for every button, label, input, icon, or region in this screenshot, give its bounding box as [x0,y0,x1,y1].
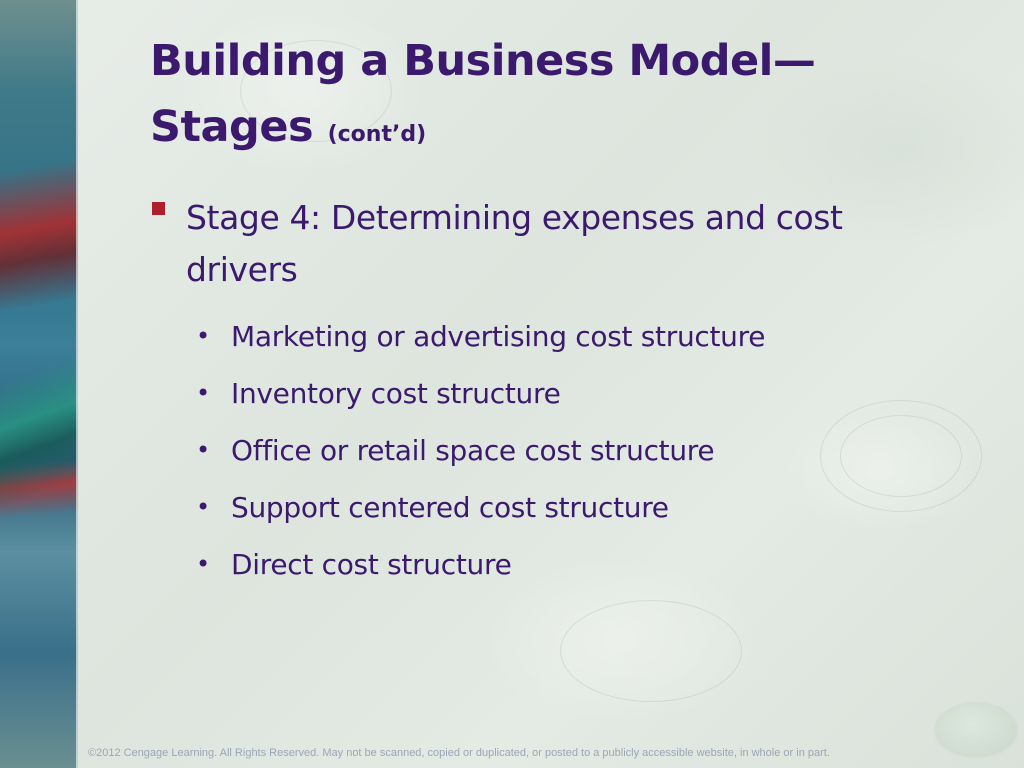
round-bullet-icon: • [196,379,210,407]
round-bullet-icon: • [196,493,210,521]
decorative-water-strip [0,0,78,768]
copyright-footer: ©2012 Cengage Learning. All Rights Reser… [88,747,830,759]
bullet-stage-4-line-2: drivers [186,250,298,289]
ripple-decoration [240,40,392,142]
bullet-stage-4: Stage 4: Determining expenses and cost d… [186,192,986,296]
list-item: • Office or retail space cost structure [196,422,976,479]
square-bullet-icon [152,202,165,215]
title-suffix: (cont’d) [327,122,427,147]
list-item-text: Marketing or advertising cost structure [231,320,766,353]
round-bullet-icon: • [196,436,210,464]
list-item-text: Support centered cost structure [231,491,669,524]
list-item: • Direct cost structure [196,536,976,593]
round-bullet-icon: • [196,550,210,578]
list-item: • Marketing or advertising cost structur… [196,308,976,365]
list-item: • Support centered cost structure [196,479,976,536]
corner-oval-decoration [936,704,1016,756]
sub-bullet-list: • Marketing or advertising cost structur… [196,308,976,593]
bullet-stage-4-line-1: Stage 4: Determining expenses and cost [186,198,843,237]
ripple-decoration [840,415,962,497]
ripple-decoration [560,600,742,702]
list-item: • Inventory cost structure [196,365,976,422]
list-item-text: Direct cost structure [231,548,512,581]
title-line-2: Stages [150,102,314,152]
list-item-text: Office or retail space cost structure [231,434,715,467]
ripple-decoration [820,400,982,512]
slide-title: Building a Business Model— Stages (cont’… [150,28,970,168]
round-bullet-icon: • [196,322,210,350]
title-line-1: Building a Business Model— [150,36,816,86]
list-item-text: Inventory cost structure [231,377,561,410]
